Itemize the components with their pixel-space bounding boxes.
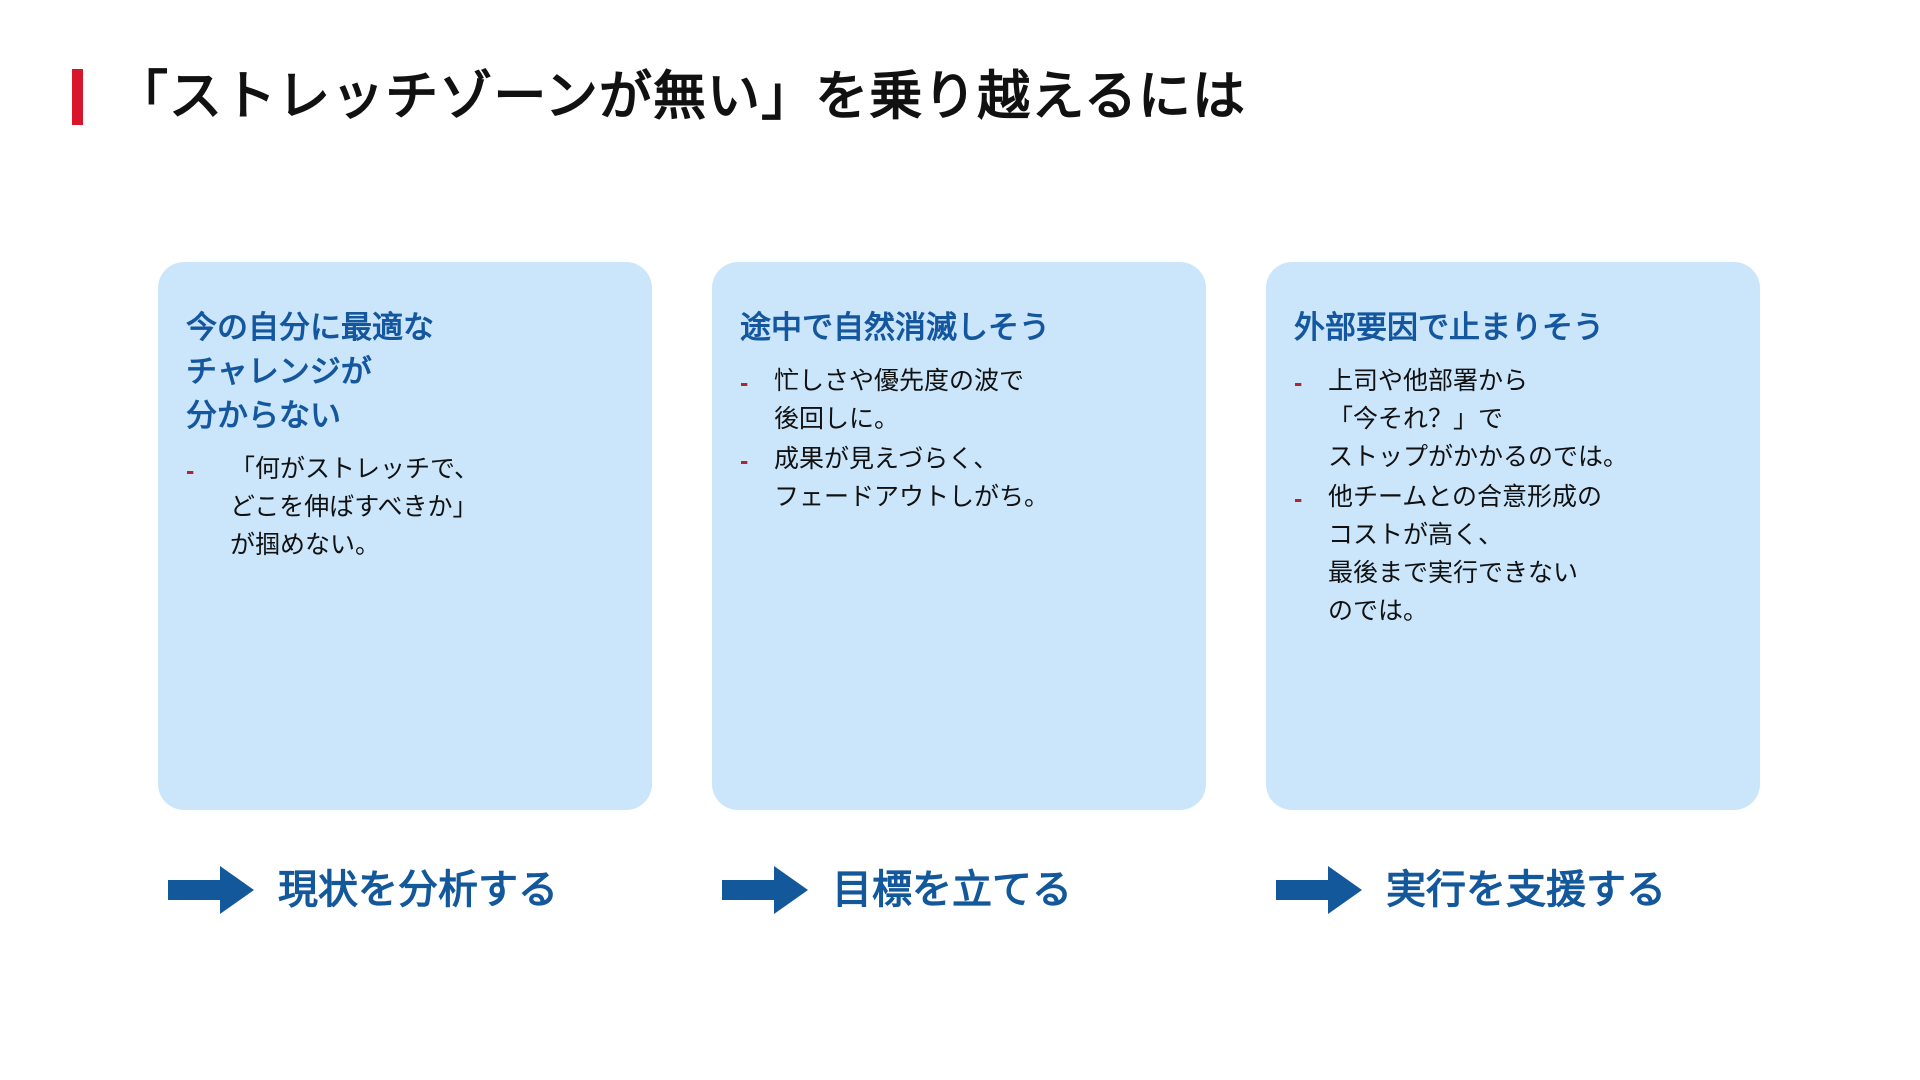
list-item: - 他チームとの合意形成の コストが高く、 最後まで実行できない のでは。 [1294, 478, 1732, 630]
bullet-text: 「何がストレッチで、 どこを伸ばすべきか」 が掴めない。 [230, 455, 480, 560]
bullet-dash-icon: - [1294, 485, 1303, 514]
bullet-dash-icon: - [740, 447, 749, 476]
bullet-text: 上司や他部署から 「今それ？」で ストップがかかるのでは。 [1328, 367, 1629, 472]
card-1[interactable]: 今の自分に最適な チャレンジが 分からない - 「何がストレッチで、 どこを伸ば… [158, 262, 652, 810]
list-item: - 成果が見えづらく、 フェードアウトしがち。 [740, 440, 1178, 516]
right-arrow-icon [168, 866, 254, 914]
bullet-text: 忙しさや優先度の波で 後回しに。 [774, 367, 1025, 434]
bullet-dash-icon: - [740, 369, 749, 398]
right-arrow-icon [1276, 866, 1362, 914]
list-item: - 「何がストレッチで、 どこを伸ばすべきか」 が掴めない。 [186, 450, 624, 564]
list-item: - 上司や他部署から 「今それ？」で ストップがかかるのでは。 [1294, 362, 1732, 476]
card-3-heading: 外部要因で止まりそう [1294, 310, 1604, 345]
page-title: 「ストレッチゾーンが無い」を乗り越えるには [115, 66, 1247, 126]
card-2[interactable]: 途中で自然消滅しそう - 忙しさや優先度の波で 後回しに。 - 成果が見えづらく… [712, 262, 1206, 810]
right-arrow-icon [722, 866, 808, 914]
card-2-bullet-list: - 忙しさや優先度の波で 後回しに。 - 成果が見えづらく、 フェードアウトしが… [740, 362, 1178, 516]
outcome-row: 現状を分析する 目標を立てる 実行を支援する [158, 845, 1762, 935]
outcome-1[interactable]: 現状を分析する [158, 845, 652, 935]
outcome-2[interactable]: 目標を立てる [712, 845, 1206, 935]
bullet-text: 成果が見えづらく、 フェードアウトしがち。 [774, 445, 1050, 512]
outcome-1-label: 現状を分析する [278, 868, 558, 912]
title-accent-bar [72, 69, 83, 125]
card-2-heading: 途中で自然消滅しそう [740, 310, 1050, 345]
bullet-text: 他チームとの合意形成の コストが高く、 最後まで実行できない のでは。 [1328, 483, 1603, 626]
card-3-bullet-list: - 上司や他部署から 「今それ？」で ストップがかかるのでは。 - 他チームとの… [1294, 362, 1732, 630]
outcome-3-label: 実行を支援する [1386, 868, 1666, 912]
card-1-heading: 今の自分に最適な チャレンジが 分からない [186, 310, 434, 434]
outcome-3[interactable]: 実行を支援する [1266, 845, 1760, 935]
list-item: - 忙しさや優先度の波で 後回しに。 [740, 362, 1178, 438]
card-1-bullet-list: - 「何がストレッチで、 どこを伸ばすべきか」 が掴めない。 [186, 450, 624, 564]
card-3[interactable]: 外部要因で止まりそう - 上司や他部署から 「今それ？」で ストップがかかるので… [1266, 262, 1760, 810]
bullet-dash-icon: - [1294, 369, 1303, 398]
outcome-2-label: 目標を立てる [832, 868, 1072, 912]
bullet-dash-icon: - [186, 457, 195, 486]
cards-container: 今の自分に最適な チャレンジが 分からない - 「何がストレッチで、 どこを伸ば… [158, 262, 1762, 810]
slide-title-row: 「ストレッチゾーンが無い」を乗り越えるには [0, 54, 1920, 140]
